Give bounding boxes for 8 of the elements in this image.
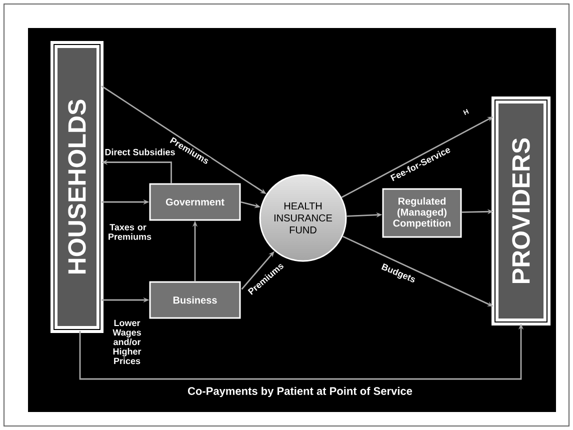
process-box: Regulated (Managed) Competition <box>382 188 462 238</box>
process-box: Business <box>149 281 241 319</box>
process-box: Government <box>149 183 241 221</box>
edge-label: Lower Wages and/or Higher Prices <box>112 320 142 364</box>
vertical-box: PROVIDERS <box>492 96 550 326</box>
edge-label: Taxes or Premiums <box>108 224 152 240</box>
vertical-box: HOUSEHOLDS <box>50 41 104 333</box>
edge-label: Co-Payments by Patient at Point of Service <box>188 386 412 398</box>
